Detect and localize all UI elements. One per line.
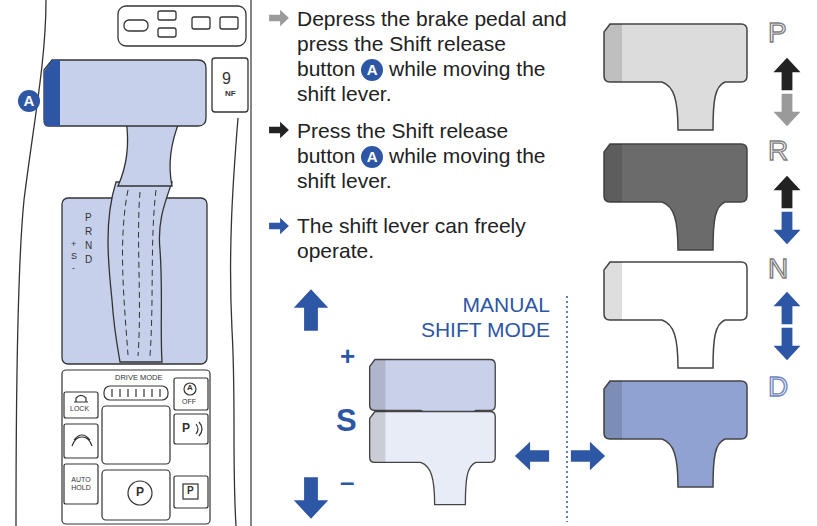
button-label: LOCK [70, 405, 89, 413]
button-label: A [187, 384, 193, 393]
divider [250, 0, 251, 526]
gate-letter: R [85, 226, 92, 237]
lock-icon [74, 396, 88, 403]
direction-arrows [294, 58, 801, 519]
instruction: Press the Shift release button A while m… [297, 118, 567, 193]
console-outline [16, 0, 248, 526]
button [158, 28, 176, 37]
drive-mode-knob [104, 386, 168, 400]
down-arrow [774, 212, 801, 244]
lever-icon [604, 24, 747, 130]
up-arrow [774, 292, 801, 324]
console-edge [16, 0, 46, 526]
lever-stem [118, 120, 180, 186]
lever-icon [604, 262, 747, 368]
mode-divider [566, 296, 568, 522]
boot-folds [123, 190, 156, 356]
up-arrow [294, 289, 329, 330]
button [64, 392, 98, 418]
shift-letter: S [336, 404, 357, 438]
button [64, 464, 98, 504]
knob-ridges [112, 389, 160, 397]
display-text: 9 [222, 70, 231, 88]
descent-icon [72, 435, 92, 446]
gear-letter: R [768, 136, 788, 167]
up-arrow [774, 176, 801, 208]
button [220, 17, 238, 29]
button-label: P [136, 486, 144, 499]
icon-ring [184, 383, 196, 395]
console-tray [102, 406, 170, 464]
gear-letter: N [768, 254, 788, 285]
button [124, 20, 148, 31]
button-label: P [182, 422, 190, 435]
button-label: P [187, 485, 194, 496]
gate-letter: + [71, 240, 76, 250]
gear-letter: D [768, 372, 788, 403]
callout-letter: A [367, 61, 378, 78]
shift-sign: + [340, 342, 355, 371]
callout-letter: A [24, 92, 35, 109]
release-button [44, 60, 60, 126]
lever-icon [604, 144, 747, 250]
left-arrow [515, 442, 549, 471]
callout-circle: A [361, 146, 383, 168]
panel [62, 370, 210, 524]
display [212, 58, 248, 112]
callout-letter: A [367, 148, 378, 165]
button [158, 11, 176, 20]
button-label: DRIVE MODE [115, 374, 163, 382]
parking-brake-switch [128, 481, 152, 505]
lever-positions [370, 24, 747, 505]
gate-letter: D [85, 254, 92, 265]
gear-letter: P [768, 18, 787, 49]
up-arrow [774, 58, 801, 90]
gate-letter: - [72, 264, 75, 274]
display-text: NF [225, 90, 236, 99]
brake-switch-area [102, 470, 170, 520]
gate-letter: N [85, 240, 92, 251]
button [174, 414, 208, 444]
mode-title: MANUAL SHIFT MODE [398, 292, 550, 342]
down-arrow [774, 328, 801, 360]
button-label: AUTO HOLD [66, 476, 96, 491]
button [174, 476, 208, 508]
shift-sign: – [340, 468, 354, 497]
button [174, 378, 208, 410]
instruction-text: The shift lever can freely operate. [297, 214, 526, 262]
icon-square [183, 484, 198, 499]
instruction: Depress the brake pedal and press the Sh… [297, 6, 567, 106]
lever-head [44, 60, 206, 126]
console-edge [231, 118, 238, 526]
callout-circle: A [18, 90, 40, 112]
button [192, 17, 210, 29]
button [64, 424, 98, 458]
down-arrow [294, 477, 329, 518]
bullets [269, 10, 289, 235]
instruction: The shift lever can freely operate. [297, 213, 567, 263]
button-panel [62, 370, 210, 524]
top-panel [118, 6, 246, 46]
bullet-arrow [269, 218, 289, 235]
right-arrow [571, 442, 605, 471]
lever-icon [604, 381, 747, 487]
lever-boot [108, 182, 172, 362]
lever-icon [370, 412, 496, 505]
down-arrow [774, 94, 801, 126]
gate-letter: S [71, 252, 77, 262]
shift-lever [44, 60, 207, 364]
callout-circle: A [361, 59, 383, 81]
bullet-arrow [269, 10, 289, 27]
button-label: OFF [182, 398, 196, 406]
sensor-waves [196, 422, 202, 436]
gate-letter: P [85, 212, 92, 223]
bullet-arrow [269, 122, 289, 139]
